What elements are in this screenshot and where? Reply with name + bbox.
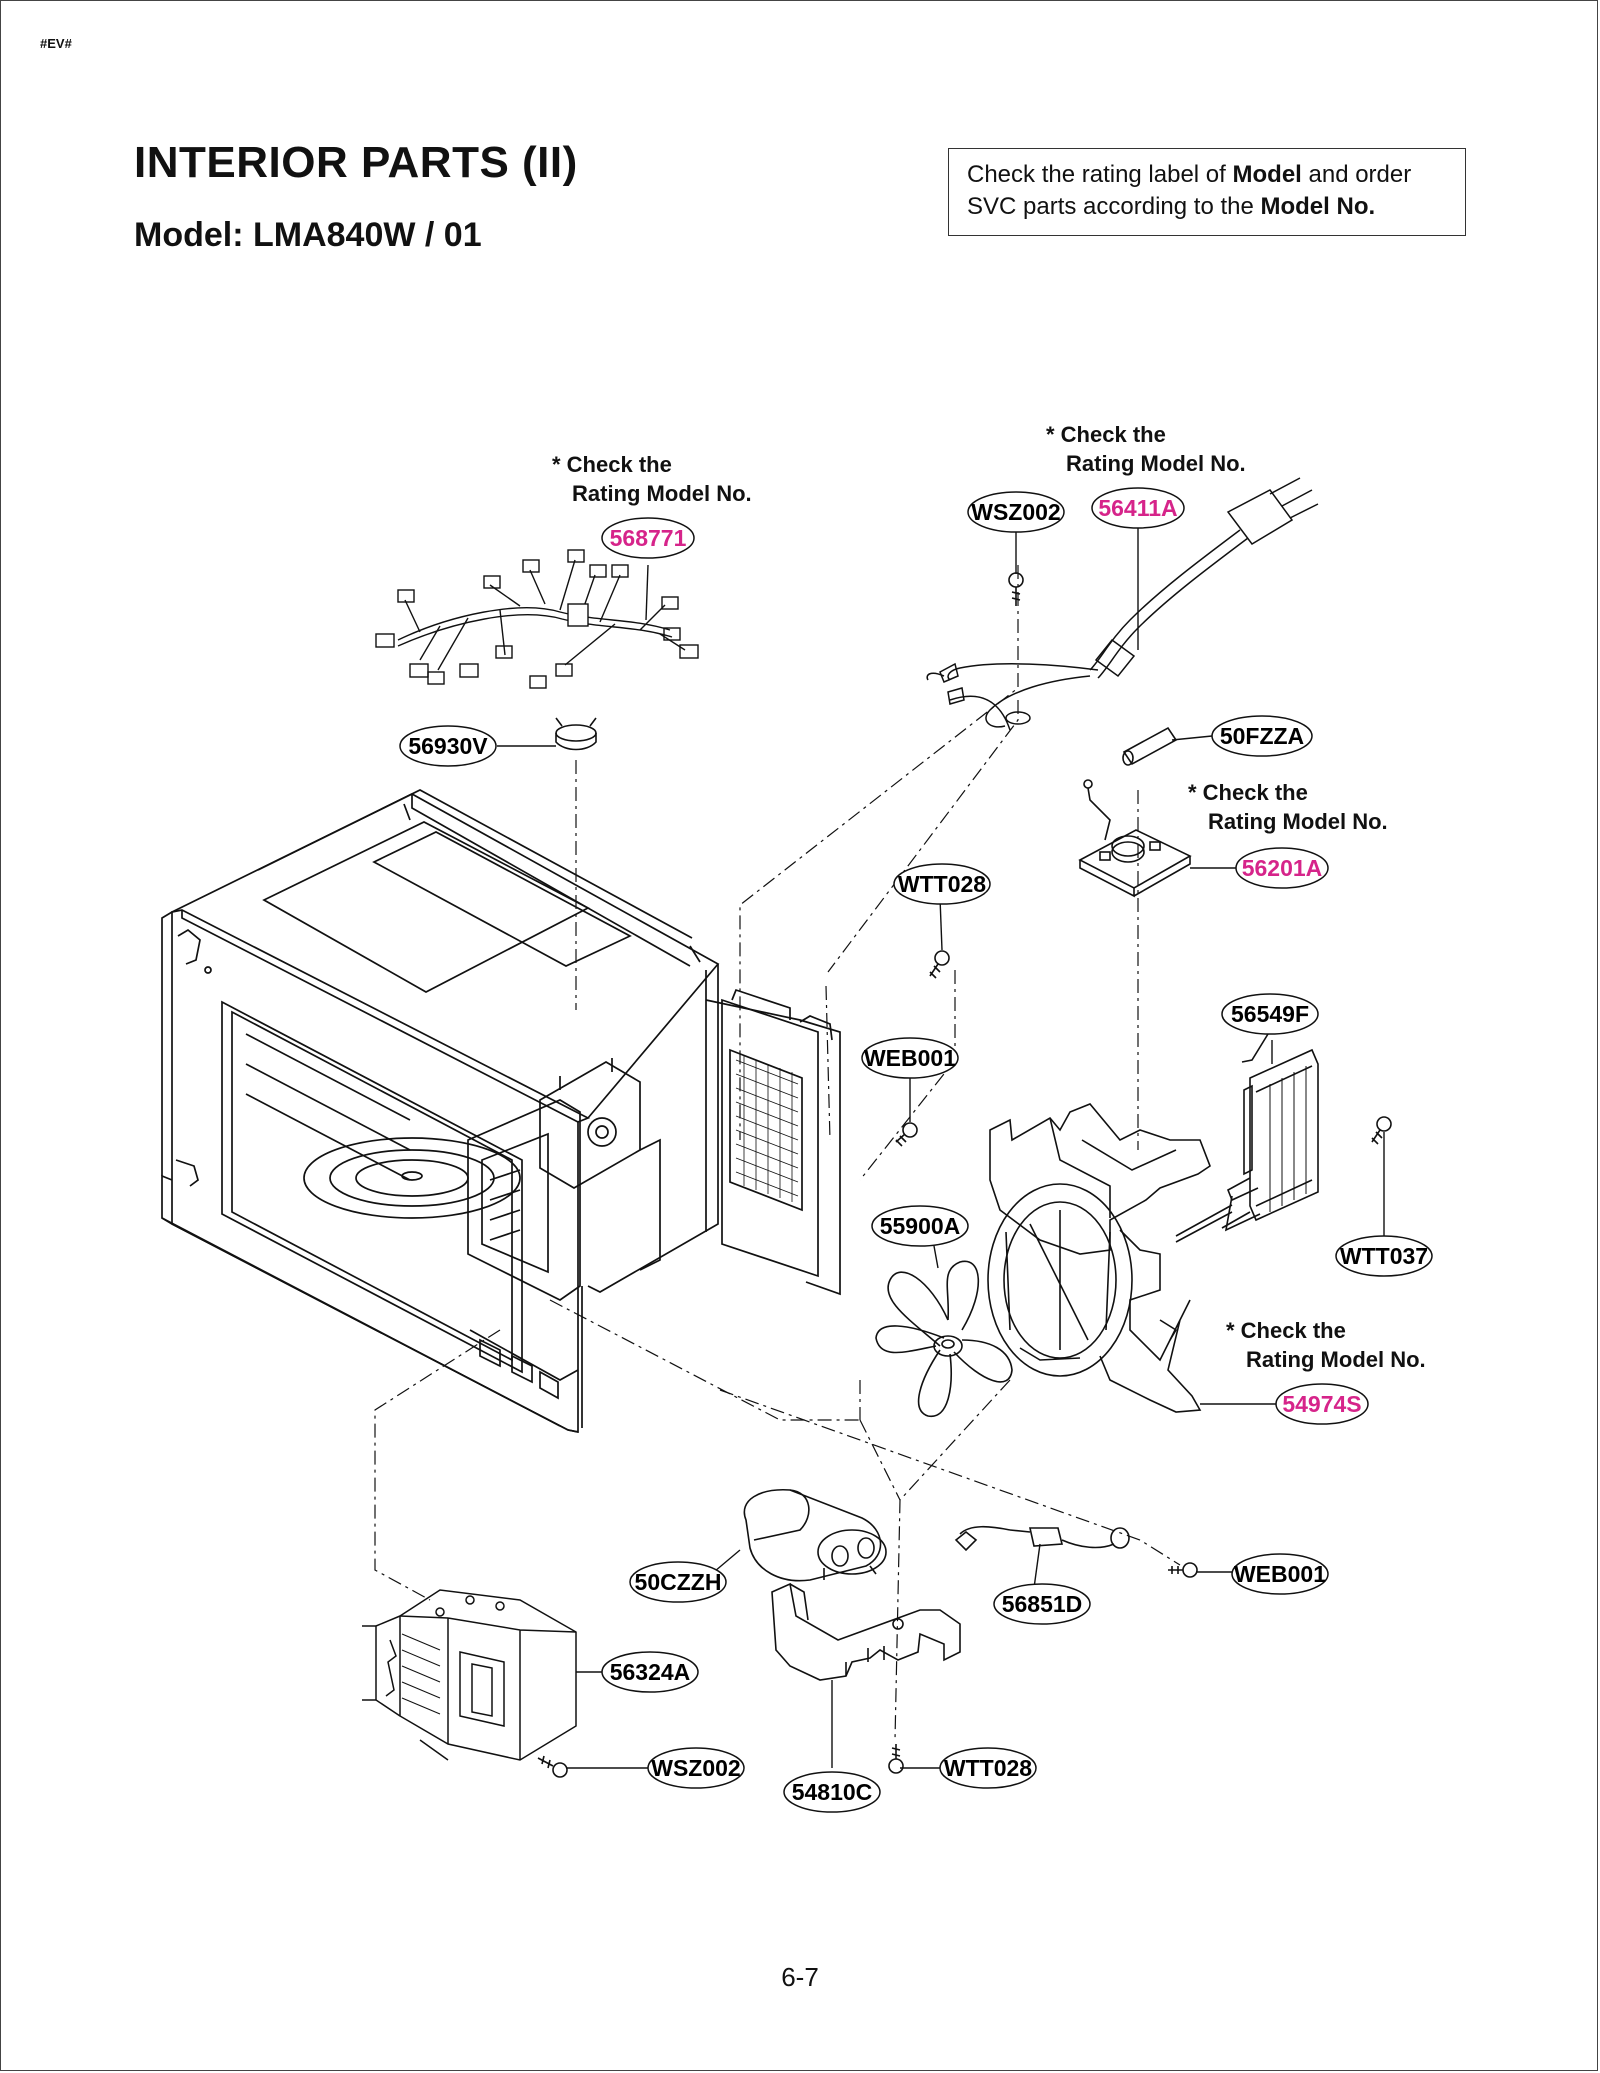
rating-note-airguide: * Check the Rating Model No. [1226,1318,1426,1372]
svg-text:WSZ002: WSZ002 [651,1755,740,1781]
assembly-dash-lines [374,565,1181,1741]
air-guide-54974S [987,1103,1211,1413]
screw-web001-mid [895,1122,918,1147]
svg-text:WTT037: WTT037 [1340,1243,1428,1269]
part-labels: 568771 56411A WSZ002 56930V 50FZZA 56201… [399,487,1433,1813]
svg-text:* Check the: * Check the [1046,422,1166,447]
model-subtitle: Model: LMA840W / 01 [134,216,482,254]
label-56324A: 56324A [601,1651,699,1693]
magnetron-56324A [362,1589,577,1761]
svg-text:56851D: 56851D [1002,1591,1083,1617]
svg-text:50CZZH: 50CZZH [635,1569,722,1595]
svg-text:WTT028: WTT028 [898,871,986,897]
svg-text:56201A: 56201A [1242,855,1323,881]
hv-capacitor-50CZZH [743,1489,887,1582]
notice-bold-2: Model No. [1260,193,1376,220]
svg-text:Rating Model No.: Rating Model No. [1208,809,1388,834]
notice-text-1: Check the rating label of [967,161,1233,188]
svg-text:56549F: 56549F [1231,1001,1309,1027]
corner-tag: #EV# [40,36,72,51]
rating-notes: * Check the Rating Model No. * Check the… [552,422,1426,1372]
hv-diode-56851D [954,1525,1130,1552]
screw-wsz002-low [537,1755,568,1778]
wire-harness-568771 [375,549,699,689]
label-wtt028-low: WTT028 [939,1747,1037,1789]
screw-wsz002-top [1008,572,1024,606]
rating-note-harness: * Check the Rating Model No. [552,452,752,506]
svg-text:* Check the: * Check the [1226,1318,1346,1343]
svg-text:Rating Model No.: Rating Model No. [1066,451,1246,476]
svg-text:56411A: 56411A [1098,495,1177,521]
rating-note-cord: * Check the Rating Model No. [1046,422,1246,476]
svg-text:* Check the: * Check the [1188,780,1308,805]
page-number: 6-7 [781,1962,819,1992]
svg-text:WEB001: WEB001 [864,1045,956,1071]
fan-blade-55900A [875,1260,1013,1417]
svg-text:Rating Model No.: Rating Model No. [572,481,752,506]
svg-text:WSZ002: WSZ002 [971,499,1060,525]
bracket-54810C [771,1582,961,1681]
screw-wtt028-top [929,950,950,979]
svg-text:54810C: 54810C [792,1779,873,1805]
label-56549F: 56549F [1221,993,1319,1035]
svg-text:56324A: 56324A [610,1659,691,1685]
oven-cavity-frame [161,789,841,1434]
label-54810C: 54810C [783,1771,881,1813]
label-50CZZH: 50CZZH [629,1561,727,1603]
fan-motor-56549F [1175,1033,1319,1243]
label-wtt037: WTT037 [1335,1235,1433,1277]
svg-text:55900A: 55900A [880,1213,961,1239]
svg-text:54974S: 54974S [1282,1391,1361,1417]
svg-text:WTT028: WTT028 [944,1755,1032,1781]
label-web001-low: WEB001 [1231,1553,1329,1595]
label-55900A: 55900A [871,1205,969,1247]
noise-filter-56201A [1078,779,1192,898]
notice-text-2: and order SVC parts according to the [967,161,1412,220]
svg-text:568771: 568771 [610,525,687,551]
label-wtt028-top: WTT028 [893,863,991,905]
svg-text:50FZZA: 50FZZA [1220,723,1304,749]
label-56201A: 56201A [1235,847,1329,889]
label-wsz002-low: WSZ002 [647,1747,745,1789]
label-56411A: 56411A [1091,487,1185,529]
notice-bold-1: Model [1232,161,1302,188]
thermostat-56930V [555,717,597,751]
label-web001-mid: WEB001 [861,1037,959,1079]
page-title: INTERIOR PARTS (II) [134,138,578,187]
svg-text:Rating Model No.: Rating Model No. [1246,1347,1426,1372]
screw-wtt028-low [888,1744,904,1774]
label-50FZZA: 50FZZA [1211,715,1313,757]
label-56851D: 56851D [993,1583,1091,1625]
label-56930V: 56930V [399,725,497,767]
svg-text:* Check the: * Check the [552,452,672,477]
rating-note-filter: * Check the Rating Model No. [1188,780,1388,834]
fuse-50FZZA [1122,726,1178,766]
svg-text:WEB001: WEB001 [1234,1561,1326,1587]
screw-web001-low [1168,1562,1198,1578]
rating-notice-box: Check the rating label of Model and orde… [948,148,1466,236]
label-568771: 568771 [601,517,695,559]
label-wsz002-top: WSZ002 [967,491,1065,533]
screw-wtt037 [1371,1116,1392,1145]
label-54974S: 54974S [1275,1383,1369,1425]
svg-text:56930V: 56930V [408,733,488,759]
power-cord-56411A [926,477,1319,731]
